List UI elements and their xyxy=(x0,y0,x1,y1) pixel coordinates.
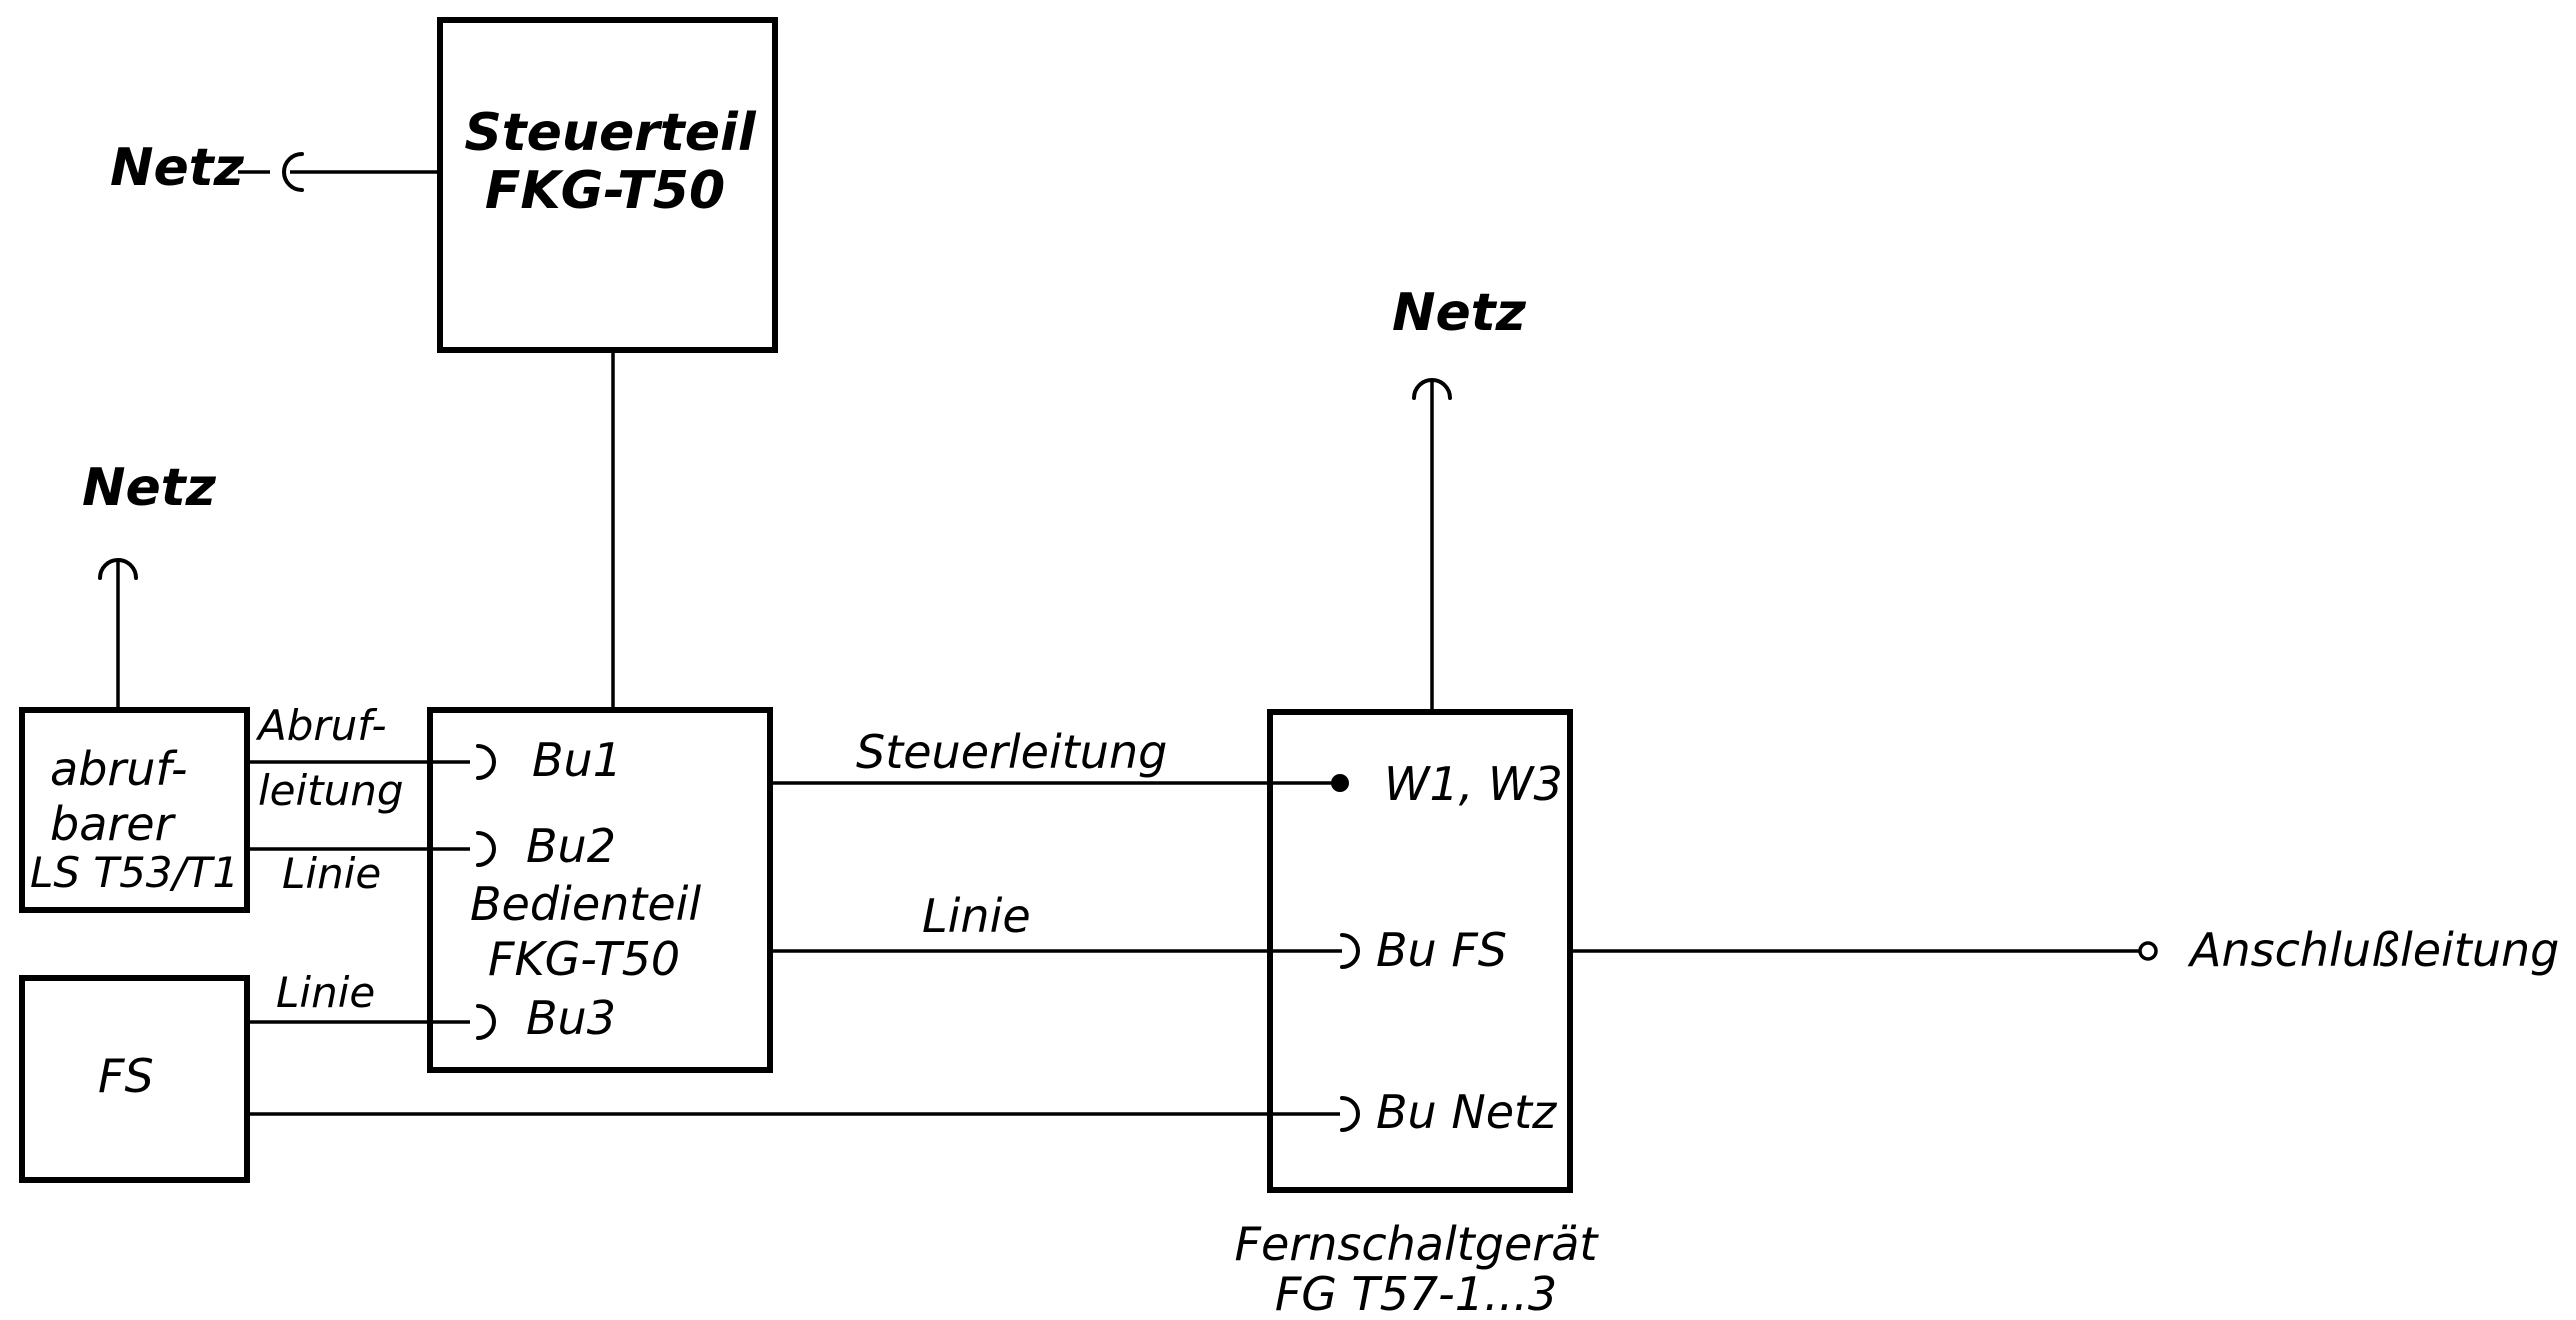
bu-netz-label: Bu Netz xyxy=(1376,1085,1557,1139)
w-label: W1, W3 xyxy=(1384,757,1563,811)
fernschaltgeraet-title-2: FG T57-1...3 xyxy=(1275,1267,1557,1320)
bu-fs-socket-icon xyxy=(1340,933,1360,969)
fs-block: FS xyxy=(19,975,250,1183)
netz-right: Netz xyxy=(1392,283,1527,712)
netz-top-left-label: Netz xyxy=(110,138,245,198)
abrufleitung-label-1: Abruf- xyxy=(255,701,386,750)
abruf-wires: Abruf- leitung Linie xyxy=(247,701,470,898)
anschlussleitung-wire: Anschlußleitung xyxy=(1570,923,2559,977)
bedienteil-label-2: FKG-T50 xyxy=(488,932,680,986)
linie-bedien-wire: Linie xyxy=(770,889,1342,953)
anschluss-terminal-icon xyxy=(2138,941,2158,961)
bu-netz-socket-icon xyxy=(1340,1096,1360,1132)
abrufbarer-label-1: abruf- xyxy=(50,742,187,796)
bu2-label: Bu2 xyxy=(526,819,616,873)
netz-top-left-socket-icon xyxy=(282,152,304,192)
bu1-socket-icon xyxy=(476,744,496,780)
steuerteil-label-2: FKG-T50 xyxy=(485,161,725,221)
bu2-socket-icon xyxy=(476,831,496,867)
fernschaltgeraet-block: W1, W3 Bu FS Bu Netz xyxy=(1267,709,1573,1193)
bu1-label: Bu1 xyxy=(532,733,622,787)
linie-fs-label: Linie xyxy=(276,968,375,1017)
linie-abruf-label: Linie xyxy=(282,849,381,898)
abrufbarer-block: abruf- barer LS T53/T1 xyxy=(19,707,250,913)
fs-linie-wire: Linie xyxy=(247,968,470,1024)
abrufbarer-label-3: LS T53/T1 xyxy=(30,848,239,897)
steuerteil-block: Steuerteil FKG-T50 xyxy=(437,17,778,353)
netz-left-label: Netz xyxy=(82,458,217,518)
abrufleitung-label-2: leitung xyxy=(258,766,404,815)
anschlussleitung-label: Anschlußleitung xyxy=(2187,923,2559,977)
netz-right-label: Netz xyxy=(1392,283,1527,343)
bu3-socket-icon xyxy=(476,1004,496,1040)
linie-bedien-label: Linie xyxy=(922,889,1031,943)
bedienteil-block: Bu1 Bu2 Bedienteil FKG-T50 Bu3 xyxy=(427,707,773,1073)
fernschaltgeraet-title-1: Fernschaltgerät xyxy=(1235,1217,1600,1271)
steuerleitung-wire: Steuerleitung xyxy=(770,725,1340,785)
bu3-label: Bu3 xyxy=(526,991,616,1045)
netz-top-left: Netz xyxy=(110,138,440,198)
netz-left: Netz xyxy=(82,458,217,710)
bu-fs-label: Bu FS xyxy=(1376,923,1507,977)
steuerteil-label-1: Steuerteil xyxy=(464,103,756,163)
abrufbarer-label-2: barer xyxy=(50,797,177,851)
fs-label: FS xyxy=(98,1049,154,1103)
bedienteil-label-1: Bedienteil xyxy=(470,877,701,931)
steuerleitung-label: Steuerleitung xyxy=(856,725,1167,779)
